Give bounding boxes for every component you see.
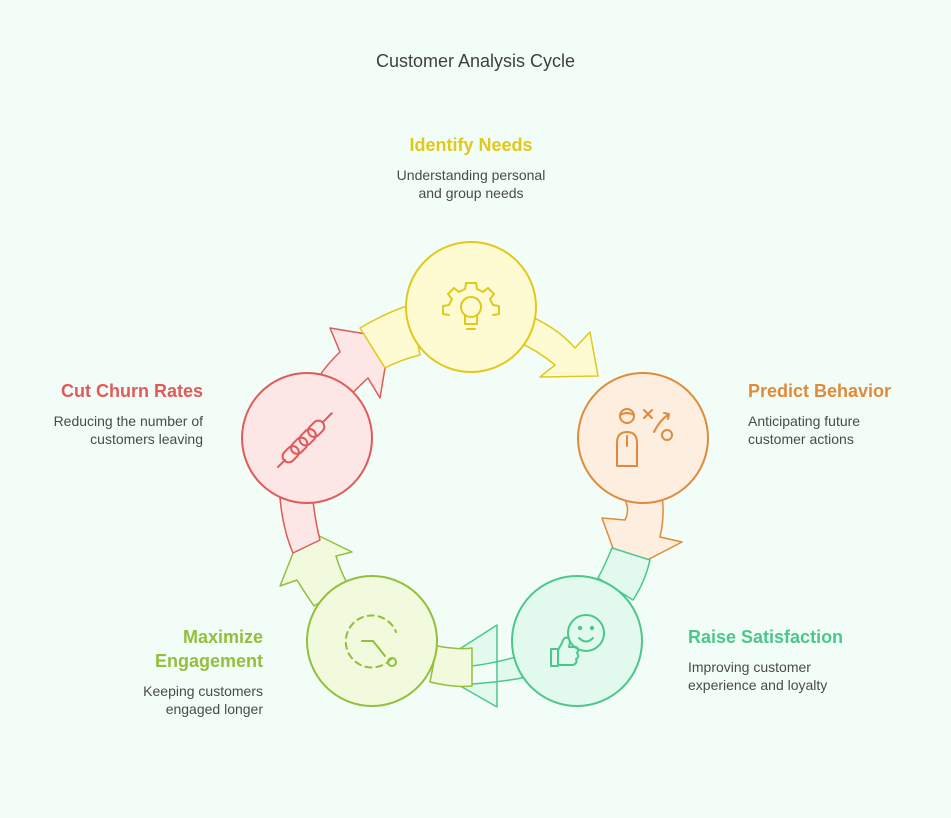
arrow-identify-to-predict — [517, 311, 599, 378]
description-line: customers leaving — [90, 431, 203, 447]
step-heading-line-2: Engagement — [154, 651, 263, 671]
identify-needs-label: Identify Needs Understanding personal an… — [366, 133, 576, 202]
step-heading: Identify Needs — [409, 135, 533, 155]
step-heading: Maximize — [182, 627, 263, 647]
timer-icon — [344, 614, 397, 669]
strategy-person-icon — [616, 408, 673, 467]
predict-behavior-label: Predict Behavior Anticipating future cus… — [748, 379, 943, 448]
step-description: Keeping customers engaged longer — [60, 682, 263, 718]
arrow-engagement-tail — [429, 645, 473, 688]
step-description: Understanding personal and group needs — [366, 166, 576, 202]
arrow-identify-tail — [359, 304, 421, 369]
raise-satisfaction-circle — [511, 575, 643, 707]
thumbs-up-smiley-icon — [550, 614, 605, 667]
raise-satisfaction-label: Raise Satisfaction Improving customer ex… — [688, 625, 908, 694]
identify-needs-circle — [405, 241, 537, 373]
predict-behavior-circle — [577, 372, 709, 504]
arrow-satisfaction-tail — [597, 547, 651, 601]
description-line: Anticipating future — [748, 413, 861, 429]
description-line: Improving customer — [688, 659, 811, 675]
maximize-engagement-label: Maximize Engagement Keeping customers en… — [60, 625, 263, 718]
chain-link-icon — [277, 412, 333, 468]
lightbulb-gear-icon — [442, 282, 500, 330]
step-description: Improving customer experience and loyalt… — [688, 658, 908, 694]
description-line: Keeping customers — [143, 683, 263, 699]
step-description: Anticipating future customer actions — [748, 412, 943, 448]
arrow-churn-tail — [279, 497, 321, 554]
description-line: Reducing the number of — [53, 413, 203, 429]
description-line: Understanding personal — [396, 167, 546, 183]
description-line: customer actions — [748, 431, 854, 447]
step-description: Reducing the number of customers leaving — [10, 412, 203, 448]
description-line: engaged longer — [165, 701, 263, 717]
step-heading: Cut Churn Rates — [60, 381, 203, 401]
description-line: and group needs — [418, 185, 524, 201]
description-line: experience and loyalty — [688, 677, 828, 693]
cut-churn-circle — [241, 372, 373, 504]
diagram-title: Customer Analysis Cycle — [375, 51, 576, 71]
step-heading: Predict Behavior — [748, 381, 892, 401]
step-heading: Raise Satisfaction — [688, 627, 844, 647]
cut-churn-label: Cut Churn Rates Reducing the number of c… — [10, 379, 203, 448]
